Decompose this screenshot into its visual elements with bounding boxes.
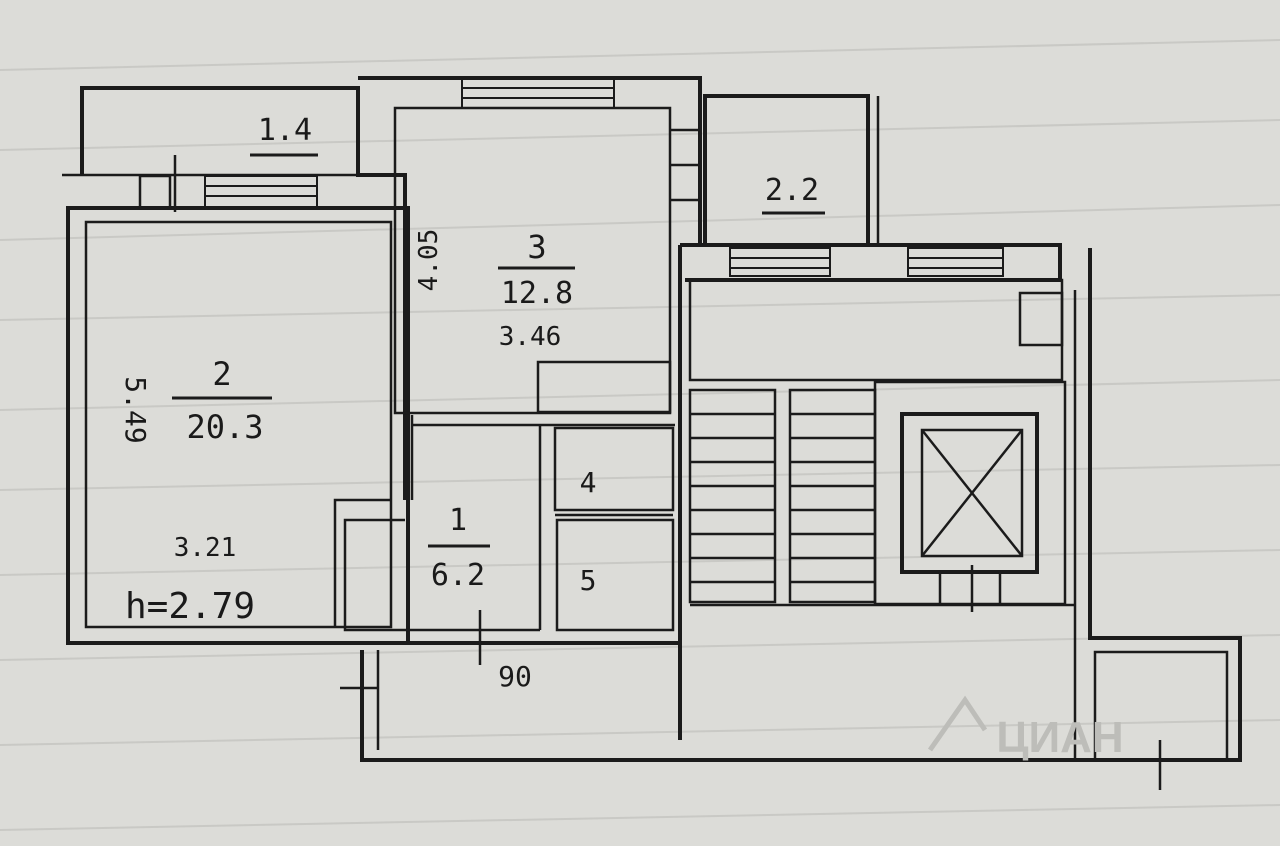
- room-3-area: 12.8: [501, 276, 573, 311]
- window-room-3: [461, 77, 615, 109]
- entrance-label: 90: [498, 660, 532, 693]
- balcony-1-area: 1.4: [258, 113, 312, 148]
- balcony-2-area: 2.2: [765, 173, 819, 208]
- watermark: ЦИАН: [927, 695, 1124, 762]
- room-3-number: 3: [527, 228, 546, 266]
- room-1-number: 1: [449, 503, 467, 538]
- room-3: [356, 76, 702, 500]
- room-5-number: 5: [580, 564, 597, 597]
- stairwell: [680, 243, 1077, 760]
- ceiling-height: h=2.79: [125, 586, 255, 627]
- watermark-logo-icon: [927, 695, 988, 752]
- room-2-side-dimension: 5.49: [119, 376, 152, 443]
- side-room: [1093, 650, 1229, 762]
- room-3-side-dimension: 4.05: [414, 229, 444, 292]
- room-1: [343, 415, 675, 632]
- room-2-area: 20.3: [186, 408, 263, 446]
- window-stairwell: [729, 247, 1004, 277]
- elevator-shaft: [873, 380, 1067, 612]
- room-5: [555, 513, 675, 632]
- room-4-number: 4: [580, 466, 597, 499]
- room-2-number: 2: [212, 355, 231, 393]
- balcony-1: [62, 86, 380, 177]
- room-3-bottom-dimension: 3.46: [499, 322, 562, 352]
- room-4: [538, 425, 675, 630]
- watermark-text: ЦИАН: [996, 713, 1123, 762]
- paper-lines: [0, 39, 1280, 831]
- corridor: [340, 248, 1242, 790]
- room-2-bottom-dimension: 3.21: [174, 533, 237, 563]
- balcony-2: [703, 94, 880, 245]
- window-room-2: [204, 175, 318, 209]
- room-1-area: 6.2: [431, 558, 485, 593]
